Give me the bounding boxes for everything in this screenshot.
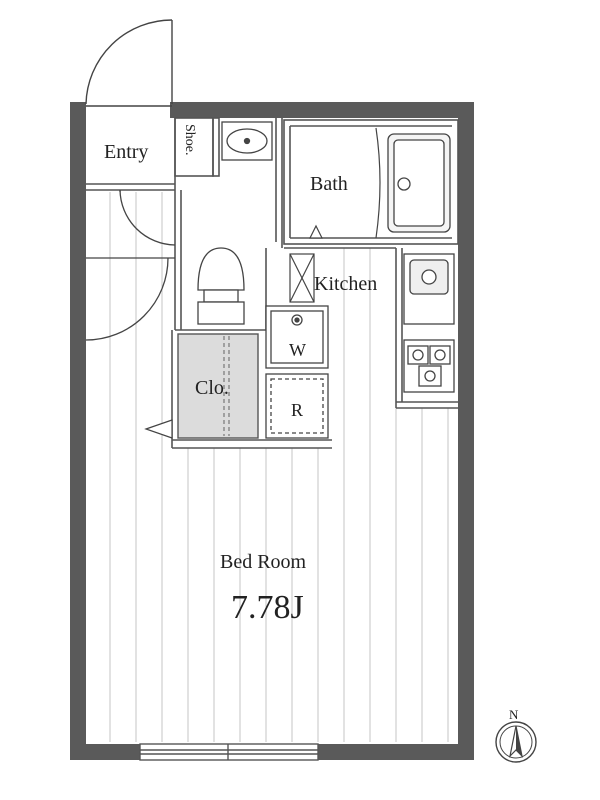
toilet-icon [197,247,245,325]
inner-door [85,189,176,341]
kitchen-label: Kitchen [314,273,377,295]
bedroom-size: 7.78J [231,589,304,626]
bath-label: Bath [310,173,348,195]
closet-label: Clo. [195,377,229,399]
fridge-space [265,373,329,439]
fridge-label: R [291,400,303,420]
washbasin-icon [221,121,273,161]
stove-icon [403,339,455,393]
compass-north-label: N [509,707,519,722]
bath-door [309,127,381,239]
entry-door [85,19,173,107]
kitchen-sink-icon [403,253,455,325]
entry-label: Entry [104,141,148,163]
outer-walls [70,102,474,760]
bathtub-icon [387,133,451,233]
compass-icon: N [495,707,537,763]
washer-icon [265,305,329,369]
bedroom-label: Bed Room [220,551,307,573]
bottom-window [139,743,319,761]
shoe-label: Shoe. [182,124,197,156]
vent-icon [289,253,315,303]
washer-label: W [289,340,306,360]
closet [144,333,259,439]
floor-hatching [109,192,449,742]
